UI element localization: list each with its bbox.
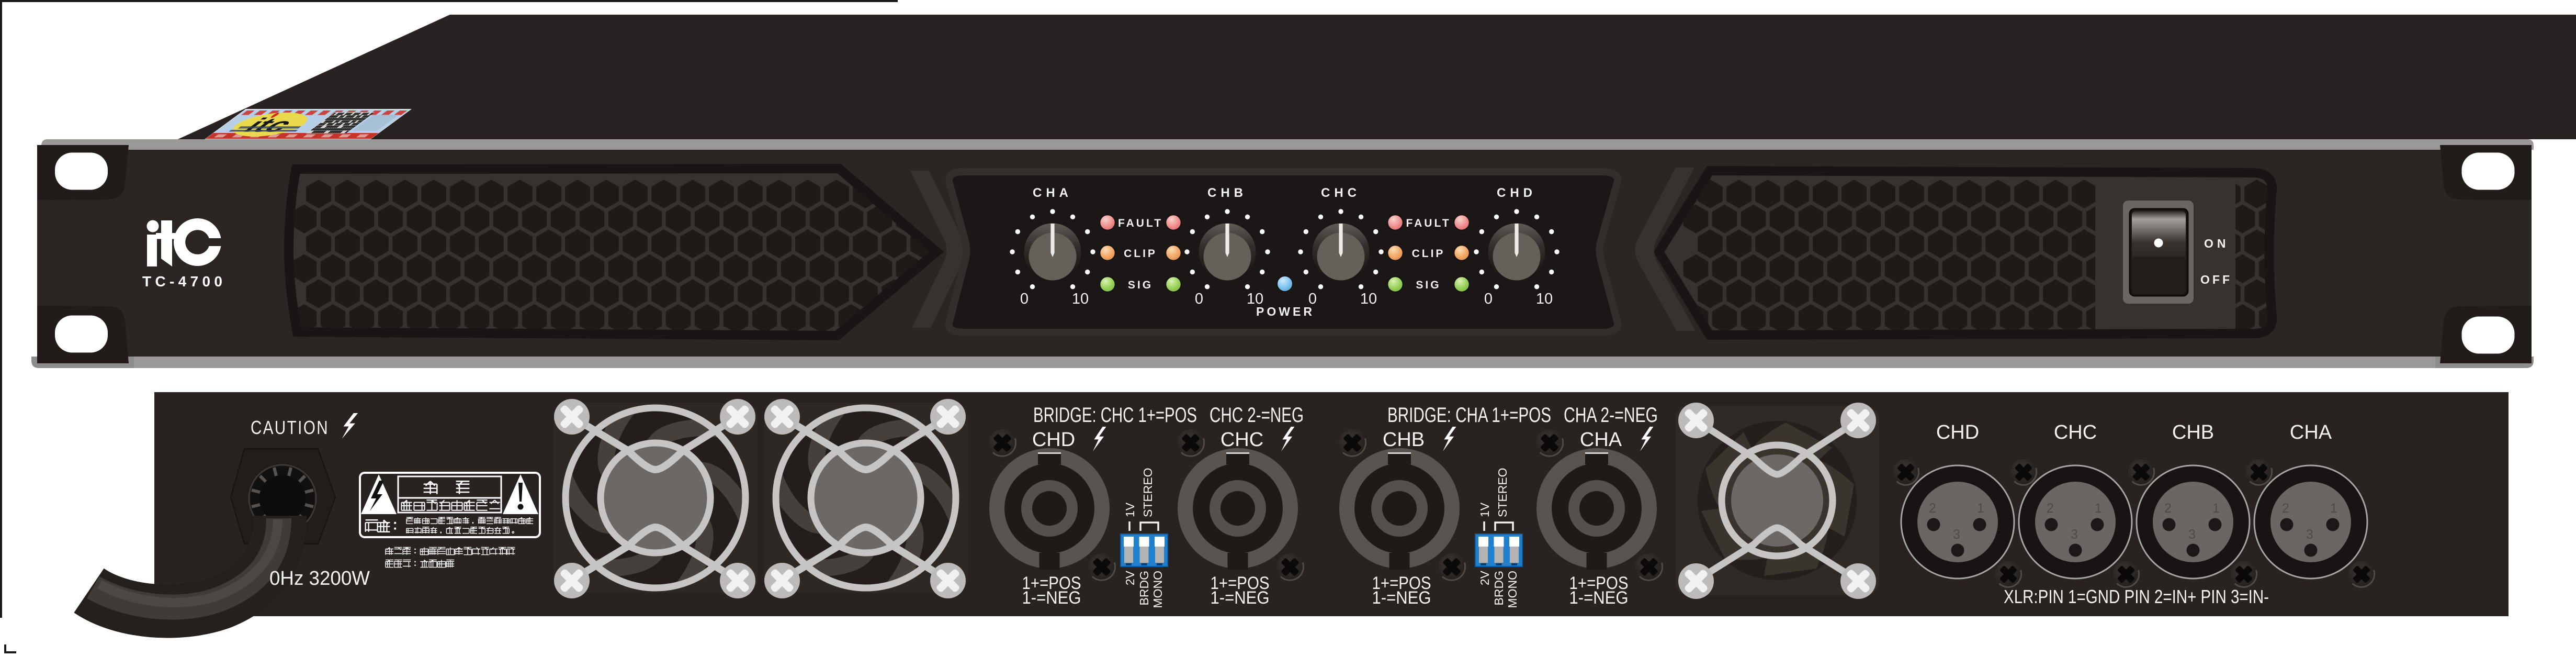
svg-text:CAUTION: CAUTION <box>251 417 329 438</box>
svg-text:1+=POS: 1+=POS <box>1022 573 1081 593</box>
svg-text:1: 1 <box>2212 501 2220 516</box>
svg-text:MONO: MONO <box>1506 571 1519 608</box>
svg-text:CHC: CHC <box>2054 421 2097 443</box>
svg-text:1-=NEG: 1-=NEG <box>1211 588 1270 608</box>
svg-text:MONO: MONO <box>1151 571 1165 608</box>
svg-text:SIG: SIG <box>1128 279 1153 291</box>
svg-text:BRDG: BRDG <box>1137 571 1151 605</box>
svg-text:2: 2 <box>1929 501 1936 516</box>
svg-text:CHB: CHB <box>2172 421 2214 443</box>
svg-text:TC-4700: TC-4700 <box>142 273 226 290</box>
svg-text:1V: 1V <box>1123 502 1137 517</box>
svg-text:BRDG: BRDG <box>1492 571 1506 605</box>
svg-text:10: 10 <box>1247 291 1263 307</box>
svg-text:SIG: SIG <box>1416 279 1441 291</box>
svg-text:CHA: CHA <box>2290 421 2332 443</box>
svg-text:2V: 2V <box>1123 570 1137 585</box>
svg-text:1-=NEG: 1-=NEG <box>1569 588 1629 608</box>
svg-text:CHA: CHA <box>1033 186 1072 200</box>
svg-text:1: 1 <box>2095 501 2102 516</box>
svg-text:CLIP: CLIP <box>1124 248 1157 260</box>
svg-text:10: 10 <box>1536 291 1553 307</box>
svg-text:ON: ON <box>2204 237 2230 250</box>
svg-text:CLIP: CLIP <box>1412 248 1445 260</box>
svg-text:0: 0 <box>1308 291 1317 307</box>
svg-text:1+=POS: 1+=POS <box>1372 573 1431 593</box>
svg-text:BRIDGE: CHA 1+=POS: BRIDGE: CHA 1+=POS <box>1387 404 1551 427</box>
svg-text:STEREO: STEREO <box>1496 468 1509 517</box>
svg-text:CHA 2-=NEG: CHA 2-=NEG <box>1564 404 1658 427</box>
svg-text:XLR:PIN 1=GND PIN 2=IN+ PIN 3=: XLR:PIN 1=GND PIN 2=IN+ PIN 3=IN- <box>2004 586 2269 607</box>
svg-text:1+=POS: 1+=POS <box>1211 573 1270 593</box>
svg-text:3: 3 <box>2188 527 2196 542</box>
svg-text:10: 10 <box>1072 291 1089 307</box>
svg-text:1-=NEG: 1-=NEG <box>1372 588 1431 608</box>
svg-text:3: 3 <box>1953 527 1960 542</box>
svg-text:2: 2 <box>2047 501 2054 516</box>
svg-text:CHC 2-=NEG: CHC 2-=NEG <box>1210 404 1304 427</box>
svg-text:CHD: CHD <box>1497 186 1536 200</box>
svg-text:FAULT: FAULT <box>1118 217 1163 229</box>
svg-text:CHA: CHA <box>1580 429 1622 451</box>
svg-text:2: 2 <box>2164 501 2172 516</box>
svg-text:0: 0 <box>1020 291 1029 307</box>
svg-text:1-=NEG: 1-=NEG <box>1022 588 1081 608</box>
svg-text:STEREO: STEREO <box>1141 468 1155 517</box>
svg-text:0: 0 <box>1484 291 1493 307</box>
svg-text:1: 1 <box>1977 501 1984 516</box>
svg-text:3: 3 <box>2306 527 2313 542</box>
svg-text:CHB: CHB <box>1383 429 1425 451</box>
svg-text:FAULT: FAULT <box>1406 217 1451 229</box>
svg-text:CHD: CHD <box>1936 421 1979 443</box>
svg-text:CHB: CHB <box>1207 186 1247 200</box>
svg-text:3: 3 <box>2071 527 2078 542</box>
svg-text:1V: 1V <box>1478 502 1492 517</box>
svg-text:0: 0 <box>1195 291 1203 307</box>
svg-text:BRIDGE: CHC 1+=POS: BRIDGE: CHC 1+=POS <box>1033 404 1197 427</box>
svg-text:1: 1 <box>2330 501 2337 516</box>
svg-text:CHC: CHC <box>1321 186 1361 200</box>
svg-text:2: 2 <box>2282 501 2289 516</box>
svg-text:10: 10 <box>1360 291 1377 307</box>
svg-text:OFF: OFF <box>2200 273 2232 286</box>
svg-text:0Hz 3200W: 0Hz 3200W <box>269 568 370 590</box>
svg-text:1+=POS: 1+=POS <box>1569 573 1629 593</box>
svg-text:2V: 2V <box>1478 570 1492 585</box>
svg-text:CHD: CHD <box>1032 429 1075 451</box>
svg-text:CHC: CHC <box>1221 429 1263 451</box>
svg-text:POWER: POWER <box>1256 305 1315 318</box>
